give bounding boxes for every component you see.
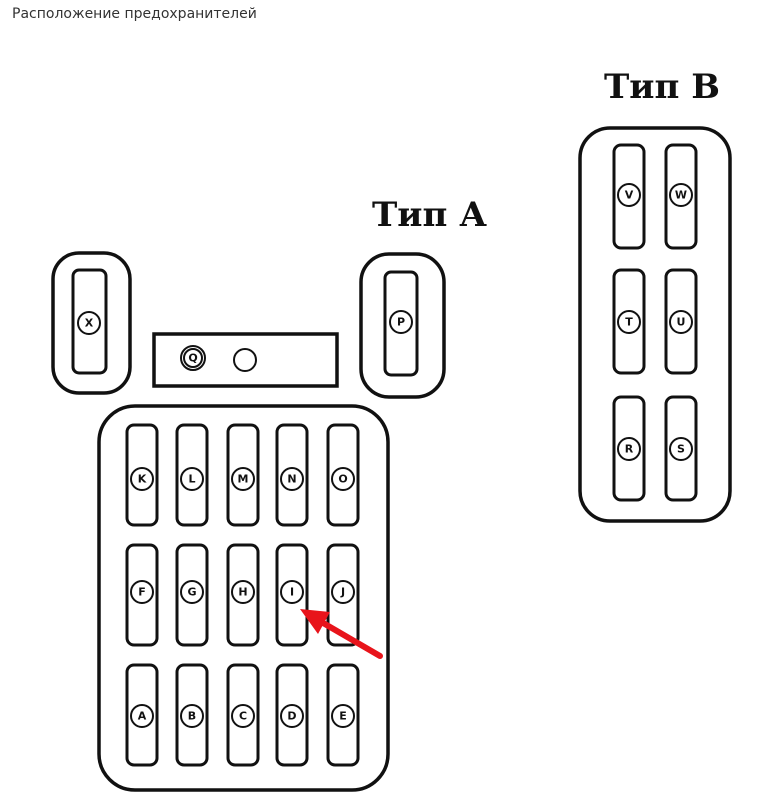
fuse-label: L [188, 473, 195, 486]
fuse-label: R [625, 443, 634, 456]
fuse-t[interactable]: T [612, 268, 646, 375]
type-a-fusebox: X P Q K L M N O F G H I J A B C D E [51, 251, 446, 792]
fuse-label: C [239, 710, 247, 723]
fuse-g[interactable]: G [175, 543, 209, 647]
fuse-label: W [675, 189, 687, 202]
relay-block: Q [152, 332, 339, 388]
fuse-label: A [138, 710, 147, 723]
fuse-h[interactable]: H [226, 543, 260, 647]
fuse-label: O [338, 473, 347, 486]
fuse-label: E [339, 710, 347, 723]
fuse-label: U [677, 316, 686, 329]
fuse-k[interactable]: K [125, 423, 159, 527]
fuse-label: M [238, 473, 249, 486]
red-arrow-icon [300, 609, 383, 659]
fuse-u[interactable]: U [664, 268, 698, 375]
fuse-n[interactable]: N [275, 423, 309, 527]
fuse-label: J [340, 586, 345, 599]
fuse-label-x: X [85, 317, 94, 330]
side-fuse-right: P [359, 252, 446, 399]
fuse-label: N [287, 473, 296, 486]
fuse-label: G [187, 586, 196, 599]
fuse-j[interactable]: J [326, 543, 360, 647]
fuse-i[interactable]: I [275, 543, 309, 647]
page-caption: Расположение предохранителей [12, 6, 257, 22]
fuse-b[interactable]: B [175, 663, 209, 767]
fuse-w[interactable]: W [664, 143, 698, 250]
fuse-label: B [188, 710, 196, 723]
fuse-r[interactable]: R [612, 395, 646, 502]
type-b-label: Тип B [604, 67, 720, 107]
fuse-label: V [625, 189, 634, 202]
fuse-c[interactable]: C [226, 663, 260, 767]
fuse-d[interactable]: D [275, 663, 309, 767]
fuse-e[interactable]: E [326, 663, 360, 767]
fuse-label: F [138, 586, 146, 599]
fuse-o[interactable]: O [326, 423, 360, 527]
fuse-m[interactable]: M [226, 423, 260, 527]
fuse-label: D [287, 710, 296, 723]
fuse-f[interactable]: F [125, 543, 159, 647]
fuse-l[interactable]: L [175, 423, 209, 527]
fuse-label: H [238, 586, 247, 599]
type-b-fusebox: V W T U R S [578, 126, 732, 523]
fuse-label-p: P [397, 316, 405, 329]
fuse-label: T [625, 316, 633, 329]
type-a-label: Тип А [372, 195, 487, 235]
fuse-s[interactable]: S [664, 395, 698, 502]
fuse-label: I [290, 586, 294, 599]
relay-label-q: Q [188, 352, 197, 365]
fuse-label: K [138, 473, 147, 486]
fuse-v[interactable]: V [612, 143, 646, 250]
fuse-label: S [677, 443, 685, 456]
fuse-a[interactable]: A [125, 663, 159, 767]
side-fuse-left: X [51, 251, 132, 395]
